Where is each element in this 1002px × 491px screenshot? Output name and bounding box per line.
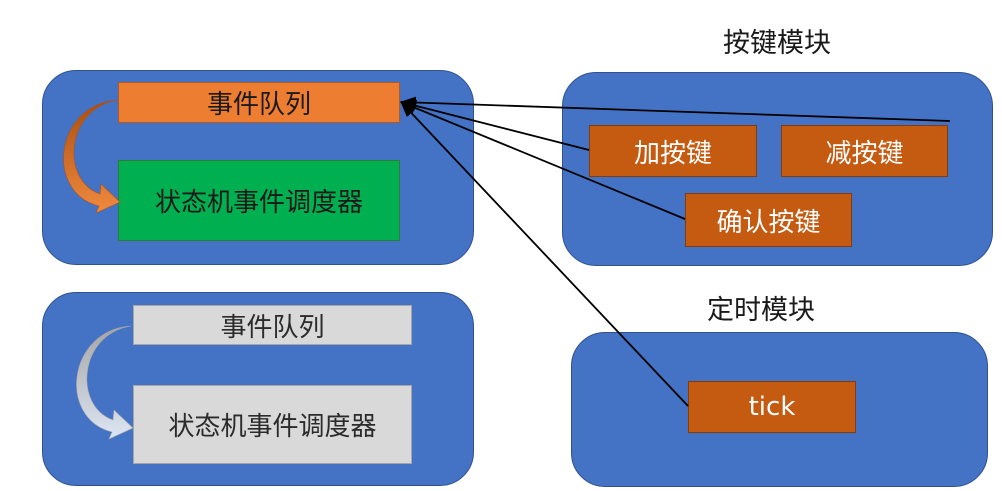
timer-module-title: 定时模块	[707, 295, 815, 326]
add-key-box: 加按键	[589, 125, 757, 177]
event-queue-box-inactive: 事件队列	[133, 305, 412, 345]
dispatcher-box: 状态机事件调度器	[118, 160, 400, 241]
confirm-key-box: 确认按键	[685, 193, 852, 247]
key-module-panel: 加按键 减按键 确认按键	[562, 72, 993, 266]
state-machine-panel-inactive: 事件队列 状态机事件调度器	[42, 292, 474, 486]
tick-box: tick	[688, 381, 856, 433]
timer-module-panel: tick	[571, 332, 988, 487]
sub-key-box: 减按键	[781, 125, 948, 177]
key-module-title: 按键模块	[723, 28, 831, 59]
dispatcher-box-inactive: 状态机事件调度器	[133, 385, 412, 464]
event-queue-box: 事件队列	[118, 82, 400, 123]
state-machine-panel-active: 事件队列 状态机事件调度器	[42, 70, 474, 265]
